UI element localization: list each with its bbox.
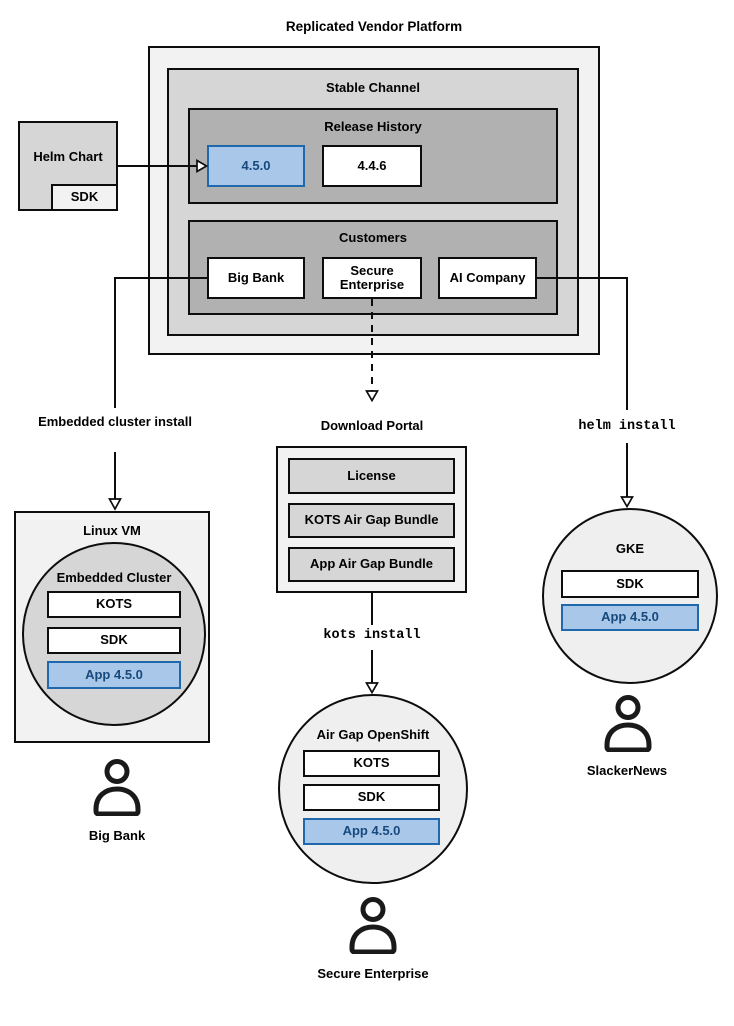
left-app-box: App 4.5.0	[47, 661, 181, 689]
middle-sdk-box: SDK	[303, 784, 440, 811]
slackernews-user-label: SlackerNews	[586, 763, 668, 778]
download-portal-label: Download Portal	[320, 418, 424, 433]
air-gap-openshift-label: Air Gap OpenShift	[316, 727, 430, 742]
kots-air-gap-bundle-box: KOTS Air Gap Bundle	[288, 503, 455, 538]
big-bank-user-icon	[89, 758, 145, 817]
helm-chart-sdk-box: SDK	[51, 184, 118, 211]
slackernews-user-icon	[600, 694, 656, 753]
release-4-5-0-box: 4.5.0	[207, 145, 305, 187]
right-app-box: App 4.5.0	[561, 604, 699, 631]
customer-ai-company-box: AI Company	[438, 257, 537, 299]
embedded-cluster-label: Embedded Cluster	[56, 570, 172, 585]
customers-label: Customers	[339, 230, 407, 245]
helm-chart-label: Helm Chart	[33, 148, 103, 164]
app-air-gap-bundle-box: App Air Gap Bundle	[288, 547, 455, 582]
middle-kots-box: KOTS	[303, 750, 440, 777]
stable-channel-label: Stable Channel	[326, 80, 420, 95]
gke-label: GKE	[615, 541, 645, 556]
arrowhead-down-icon	[365, 390, 379, 403]
kots-install-label: kots install	[323, 628, 421, 643]
release-history-label: Release History	[324, 119, 422, 134]
big-bank-user-label: Big Bank	[88, 828, 146, 843]
customer-secure-enterprise-box: Secure Enterprise	[322, 257, 422, 299]
arrowhead-down-icon	[620, 496, 634, 509]
left-kots-box: KOTS	[47, 591, 181, 618]
diagram-title: Replicated Vendor Platform	[285, 19, 463, 34]
embedded-cluster-install-label: Embedded cluster install	[38, 414, 192, 429]
customer-big-bank-box: Big Bank	[207, 257, 305, 299]
secure-enterprise-user-label: Secure Enterprise	[317, 966, 429, 981]
release-4-4-6-box: 4.4.6	[322, 145, 422, 187]
license-box: License	[288, 458, 455, 494]
helm-install-label: helm install	[578, 419, 676, 434]
secure-enterprise-user-icon	[345, 896, 401, 955]
arrowhead-down-icon	[365, 682, 379, 695]
right-sdk-box: SDK	[561, 570, 699, 598]
left-sdk-box: SDK	[47, 627, 181, 654]
middle-app-box: App 4.5.0	[303, 818, 440, 845]
arrowhead-down-icon	[108, 498, 122, 511]
linux-vm-label: Linux VM	[83, 523, 141, 538]
